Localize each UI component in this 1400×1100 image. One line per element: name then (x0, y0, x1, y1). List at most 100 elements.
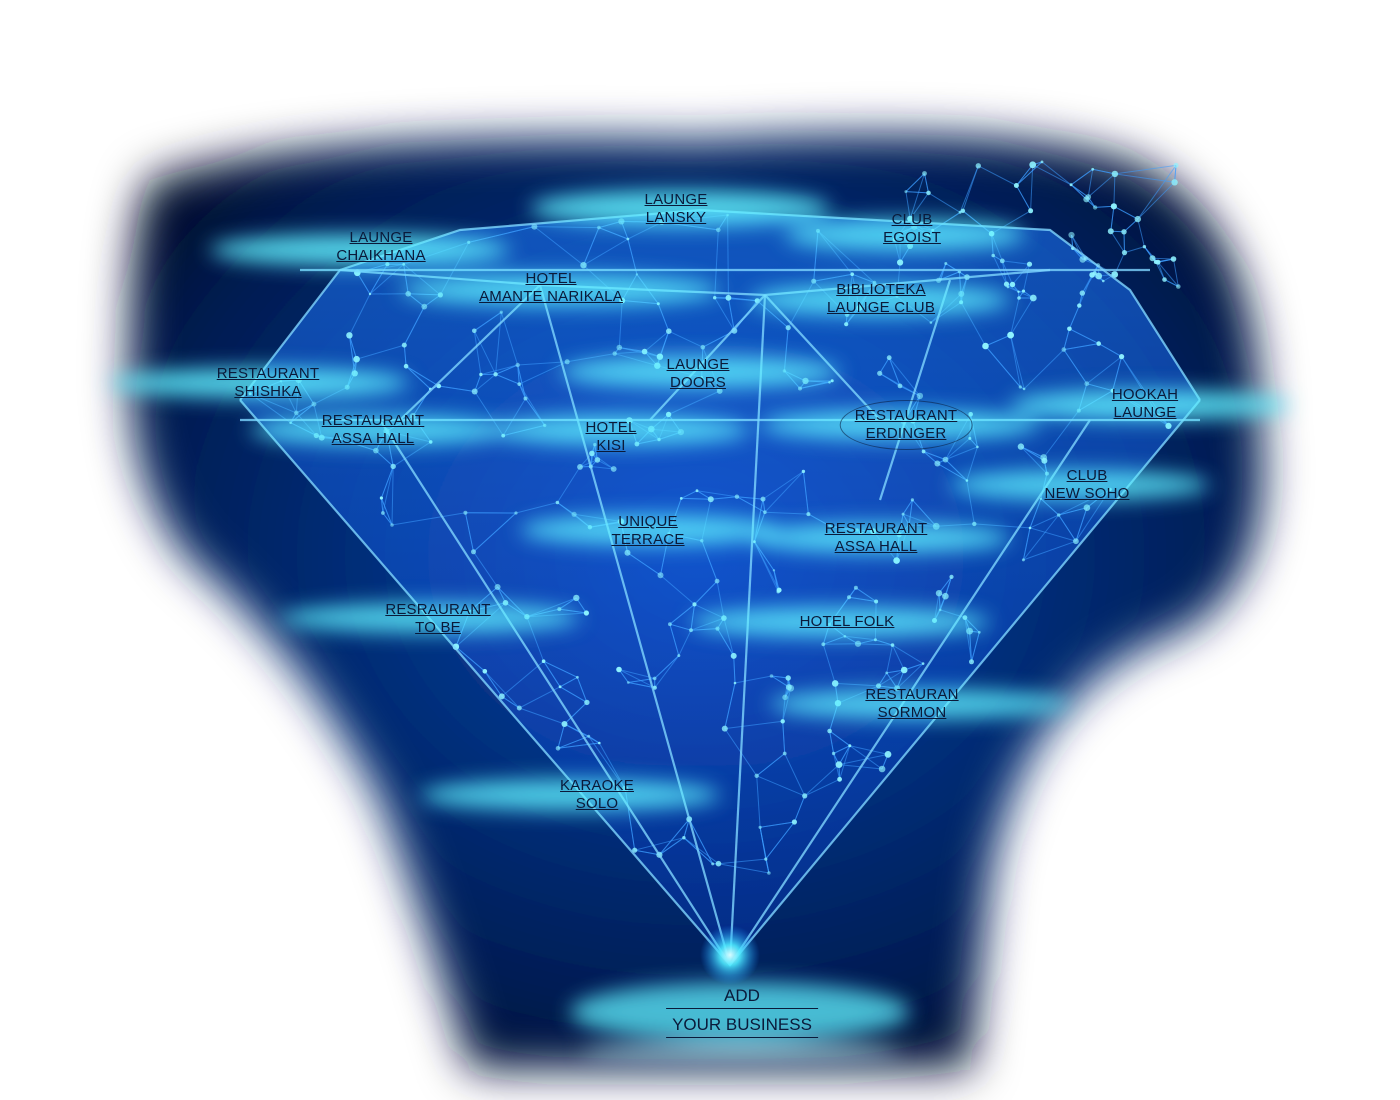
mesh-node (502, 600, 509, 606)
mesh-line (985, 345, 1021, 388)
venue-link-restaurant-shishka[interactable]: RESTAURANT SHISHKA (217, 365, 320, 401)
mesh-node (612, 351, 617, 356)
mesh-line (382, 466, 394, 514)
venue-link-karaoke-solo[interactable]: KARAOKE SOLO (560, 777, 634, 813)
mesh-line (543, 660, 561, 688)
mesh-node (733, 681, 737, 685)
venue-link-club-new-soho[interactable]: CLUB NEW SOHO (1045, 467, 1130, 503)
mesh-node (541, 659, 546, 663)
venue-link-club-egoist[interactable]: CLUB EGOIST (883, 211, 941, 247)
mesh-line (762, 470, 804, 500)
venue-link-restauran-sormon[interactable]: RESTAURAN SORMON (865, 686, 958, 722)
venue-link-launge-doors[interactable]: LAUNGE DOORS (667, 356, 730, 392)
mesh-node (632, 847, 638, 853)
mesh-node (811, 278, 817, 284)
mesh-line (959, 165, 979, 213)
mesh-line (969, 438, 978, 448)
mesh-node (754, 773, 759, 778)
mesh-node (493, 372, 498, 377)
mesh-line (1092, 168, 1116, 175)
mesh-line (657, 303, 670, 332)
venue-link-restaurant-erdinger[interactable]: RESTAURANT ERDINGER (839, 400, 973, 450)
mesh-node (1017, 296, 1021, 300)
mesh-node (1170, 256, 1177, 262)
venue-line: HOTEL FOLK (799, 613, 895, 630)
mesh-node (802, 793, 808, 799)
venue-link-hookah-launge[interactable]: HOOKAH LAUNGE (1112, 386, 1178, 422)
mesh-node (716, 227, 721, 233)
mesh-node (1029, 294, 1037, 302)
mesh-node (944, 262, 948, 265)
mesh-node (695, 489, 699, 493)
mesh-line (382, 512, 393, 526)
mesh-line (905, 191, 911, 219)
mesh-node (711, 862, 715, 866)
mesh-line (878, 669, 905, 687)
mesh-node (982, 342, 989, 350)
mesh-line (902, 499, 913, 515)
mesh-node (626, 681, 630, 684)
mesh-node (1009, 281, 1016, 288)
mesh-line (690, 604, 695, 631)
venue-link-resraurant-to-be[interactable]: RESRAURANT TO BE (385, 601, 490, 637)
venue-link-restaurant-assa-hall-right[interactable]: RESTAURANT ASSA HALL (825, 520, 928, 556)
mesh-line (380, 466, 394, 499)
mesh-node (734, 494, 740, 499)
mesh-line (683, 837, 719, 865)
mesh-node (1026, 261, 1033, 267)
venue-link-biblioteka-launge-club[interactable]: BIBLIOTEKA LAUNGE CLUB (827, 281, 935, 317)
mesh-line (668, 390, 720, 415)
mesh-node (381, 511, 385, 515)
mesh-node (624, 549, 631, 556)
mesh-node (949, 574, 954, 580)
mesh-line (696, 490, 737, 498)
mesh-node (665, 411, 672, 418)
mesh-line (923, 451, 946, 461)
venue-line: SOLO (575, 795, 619, 812)
venue-link-launge-lansky[interactable]: LAUNGE LANSKY (645, 191, 708, 227)
mesh-node (831, 751, 836, 756)
venue-link-hotel-amante-narikala[interactable]: HOTEL AMANTE NARIKALA (479, 270, 623, 306)
mesh-node (463, 510, 468, 515)
mesh-line (829, 730, 851, 747)
mesh-node (471, 549, 476, 555)
mesh-node (1096, 341, 1101, 346)
mesh-line (734, 675, 772, 684)
venue-link-hotel-kisi[interactable]: HOTEL KISI (585, 419, 636, 455)
mesh-node (1040, 160, 1044, 164)
mesh-node (1079, 290, 1086, 296)
mesh-line (940, 271, 960, 280)
mesh-line (1041, 161, 1072, 186)
mesh-line (928, 192, 961, 213)
mesh-line (669, 624, 680, 656)
mesh-line (1114, 173, 1175, 183)
venue-link-unique-terrace[interactable]: UNIQUE TERRACE (611, 513, 684, 549)
mesh-node (1029, 161, 1037, 169)
venue-line: EGOIST (883, 229, 941, 246)
mesh-line (724, 720, 783, 730)
mesh-line (634, 837, 685, 851)
venue-line: CHAIKHANA (336, 247, 426, 264)
venue-line: CLUB (891, 211, 933, 228)
mesh-node (821, 642, 826, 647)
mesh-node (679, 497, 683, 500)
mesh-node (558, 685, 562, 689)
mesh-line (1029, 527, 1077, 542)
venue-link-launge-chaikhana[interactable]: LAUNGE CHAIKHANA (336, 229, 425, 265)
venue-link-restaurant-assa-hall-left[interactable]: RESTAURANT ASSA HALL (322, 412, 425, 448)
mesh-node (776, 587, 782, 593)
mesh-node (1021, 289, 1026, 293)
mesh-line (1063, 349, 1088, 384)
add-your-business-button[interactable]: ADD YOUR BUSINESS (666, 986, 818, 1038)
mesh-node (782, 751, 787, 756)
mesh-node (1084, 381, 1090, 387)
mesh-node (576, 675, 579, 679)
mesh-line (813, 273, 853, 282)
mesh-node (999, 258, 1005, 264)
mesh-line (1110, 206, 1115, 232)
venue-link-hotel-folk[interactable]: HOTEL FOLK (800, 613, 895, 631)
mesh-line (1043, 410, 1080, 458)
mesh-line (855, 587, 877, 602)
mesh-line (1022, 527, 1031, 561)
mesh-line (852, 273, 875, 284)
